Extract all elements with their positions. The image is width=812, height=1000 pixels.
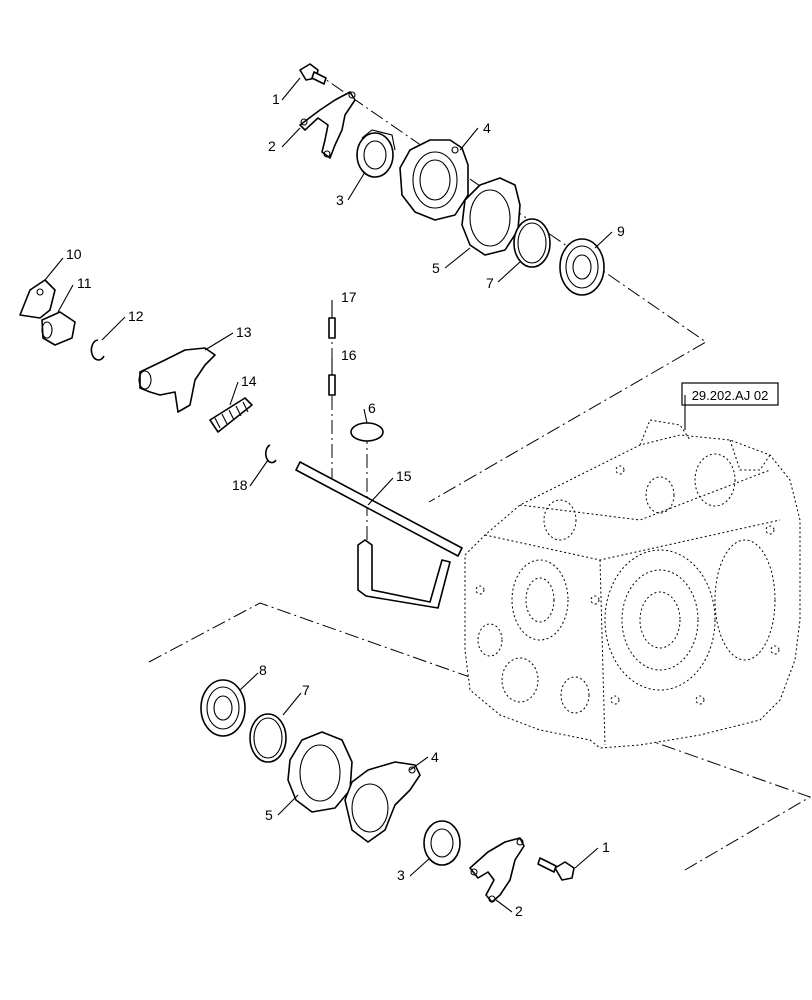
lock-plate (19, 279, 56, 319)
callout-15: 15 (396, 468, 412, 484)
ball-bearing-bottom (200, 679, 246, 737)
snap-ring-bottom (249, 713, 287, 763)
callout-13: 13 (236, 324, 252, 340)
callout-8: 8 (259, 662, 267, 678)
upper-assembly (299, 63, 605, 296)
callout-18: 18 (232, 477, 248, 493)
snap-ring-top (513, 218, 551, 268)
callout-4-top: 4 (483, 120, 491, 136)
callout-12: 12 (128, 308, 144, 324)
bearing-sleeve-bottom (423, 820, 461, 866)
callout-7-top: 7 (486, 275, 494, 291)
callout-9: 9 (617, 223, 625, 239)
callout-numbers: 1 2 3 4 5 7 9 10 11 12 13 14 18 15 16 17… (66, 91, 625, 919)
bearing-sleeve-top (356, 129, 396, 178)
lower-assembly (200, 679, 575, 903)
spring (209, 397, 253, 433)
callout-5-bottom: 5 (265, 807, 273, 823)
bushing (41, 311, 76, 346)
callout-6: 6 (368, 400, 376, 416)
callout-17: 17 (341, 289, 357, 305)
callout-7-bottom: 7 (302, 682, 310, 698)
bolt-bottom (537, 857, 575, 881)
bolt-top (299, 63, 327, 85)
callout-10: 10 (66, 246, 82, 262)
callout-1-bottom: 1 (602, 839, 610, 855)
gasket-bottom (287, 731, 353, 813)
bearing-housing-top (399, 139, 469, 221)
retainer-plate-bottom (469, 837, 525, 903)
callout-4-bottom: 4 (431, 749, 439, 765)
callout-2-top: 2 (268, 138, 276, 154)
circlip-18 (264, 444, 277, 464)
shift-rod (295, 461, 463, 609)
reference-callout[interactable]: 29.202.AJ 02 (681, 382, 779, 430)
transmission-housing (464, 419, 801, 749)
callout-16: 16 (341, 347, 357, 363)
shift-fork-group (19, 279, 463, 609)
callout-2-bottom: 2 (515, 903, 523, 919)
callout-leaders (44, 77, 613, 913)
reference-label: 29.202.AJ 02 (692, 388, 769, 403)
retainer-plate-top (299, 91, 356, 159)
callout-11: 11 (77, 275, 92, 291)
callout-3-bottom: 3 (397, 867, 405, 883)
callout-14: 14 (241, 373, 257, 389)
circlip-12 (90, 339, 105, 361)
roll-pin-17 (328, 317, 336, 339)
callout-3-top: 3 (336, 192, 344, 208)
callout-5-top: 5 (432, 260, 440, 276)
callout-1-top: 1 (272, 91, 280, 107)
bearing-housing-bottom (344, 761, 421, 843)
plug (350, 422, 384, 442)
roll-pin-16 (328, 374, 336, 396)
shift-fork (139, 347, 216, 413)
ball-bearing-top (559, 238, 605, 296)
